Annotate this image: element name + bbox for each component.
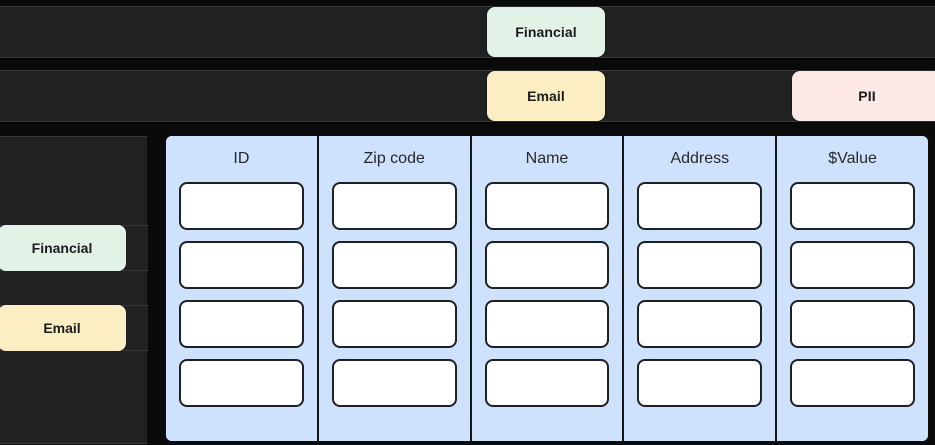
table-cell[interactable] <box>179 241 304 289</box>
table-cell[interactable] <box>484 182 610 230</box>
column-header-name: Name <box>525 150 569 167</box>
table-cell[interactable] <box>637 182 763 230</box>
sidebar-item-financial[interactable]: Financial <box>0 225 126 271</box>
column-cells-zip-code <box>319 182 470 441</box>
table-cell[interactable] <box>331 300 457 348</box>
table-column-zip-code: Zip code <box>318 136 472 441</box>
table-cell[interactable] <box>790 300 915 348</box>
column-header-address: Address <box>670 150 730 167</box>
table-column-address: Address <box>624 136 778 441</box>
row-divider-line <box>0 57 935 58</box>
column-header-id: ID <box>233 150 250 167</box>
table-cell[interactable] <box>331 359 457 407</box>
column-header-zip-code: Zip code <box>363 150 425 167</box>
column-cells-value <box>777 182 928 441</box>
table-cell[interactable] <box>179 182 304 230</box>
table-cell[interactable] <box>790 241 915 289</box>
table-cell[interactable] <box>637 300 763 348</box>
column-header-value: $Value <box>828 150 877 167</box>
table-cell[interactable] <box>331 241 457 289</box>
row-divider-line <box>0 121 935 122</box>
column-cells-id <box>166 182 317 441</box>
sidebar-panel <box>0 136 148 444</box>
table-cell[interactable] <box>331 182 457 230</box>
table-cell[interactable] <box>637 359 763 407</box>
tag-chip-financial[interactable]: Financial <box>487 7 605 57</box>
column-cells-name <box>472 182 623 441</box>
table-cell[interactable] <box>790 182 915 230</box>
table-cell[interactable] <box>179 359 304 407</box>
table-column-value: $Value <box>777 136 928 441</box>
sidebar-item-email[interactable]: Email <box>0 305 126 351</box>
table-cell[interactable] <box>484 300 610 348</box>
table-cell[interactable] <box>179 300 304 348</box>
tag-row-1 <box>0 5 935 59</box>
tag-chip-email[interactable]: Email <box>487 71 605 121</box>
data-table: ID Zip code Name <box>166 136 928 441</box>
table-column-id: ID <box>166 136 319 441</box>
table-column-name: Name <box>471 136 625 441</box>
column-cells-address <box>624 182 775 441</box>
tag-chip-pii[interactable]: PII <box>792 71 935 121</box>
table-cell[interactable] <box>484 241 610 289</box>
table-cell[interactable] <box>637 241 763 289</box>
table-cell[interactable] <box>484 359 610 407</box>
row-divider-line <box>0 6 935 7</box>
table-cell[interactable] <box>790 359 915 407</box>
row-divider-line <box>0 70 935 71</box>
tag-row-2 <box>0 69 935 123</box>
